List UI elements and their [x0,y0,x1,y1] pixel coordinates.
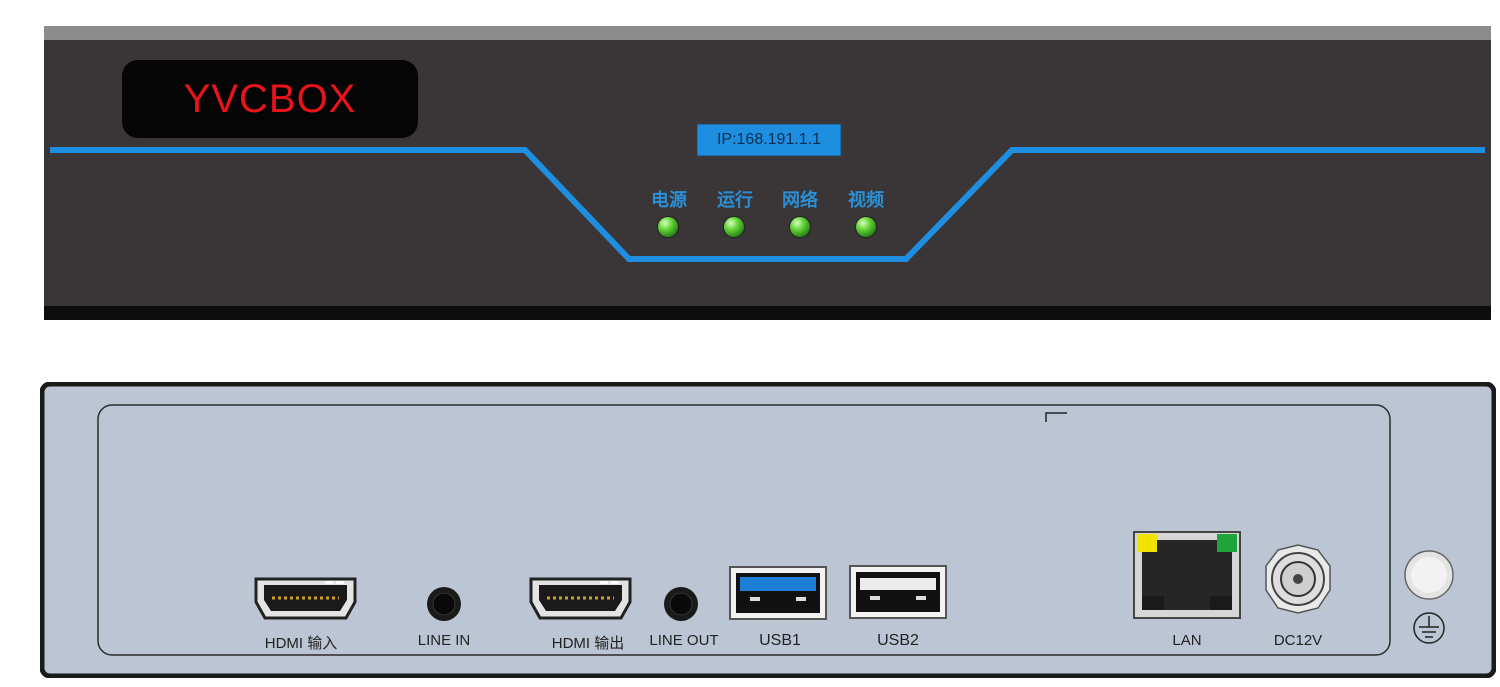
indicator-label-power: 电源 [651,190,687,211]
led-power-icon [658,217,678,237]
port-label-hdmi-out: HDMI 输出 [551,635,625,652]
led-video-icon [856,217,876,237]
ground-symbol-icon [1404,550,1454,644]
audio-jack-icon [427,587,461,621]
device-rear-panel: HDMI 输入 LINE IN HDMI 输出 LINE OUT USB1 US… [40,382,1496,678]
port-label-line-in: LINE IN [417,632,471,649]
port-label-lan: LAN [1172,632,1202,649]
led-run-icon [724,217,744,237]
brand-logo: YVCBOX [122,60,418,138]
ip-display: IP:168.191.1.1 [695,122,843,158]
port-label-hdmi-in: HDMI 输入 [264,635,338,652]
device-front-panel: YVCBOX IP:168.191.1.1 电源 运行 网络 视频 [44,26,1491,320]
indicator-label-video: 视频 [848,190,884,211]
hdmi-port-icon [254,577,357,620]
usb2-port-icon [849,565,947,619]
indicator-label-network: 网络 [782,190,818,211]
port-label-usb1: USB1 [759,632,801,649]
port-label-dc12v: DC12V [1273,632,1323,649]
port-label-line-out: LINE OUT [649,632,719,649]
indicator-label-run: 运行 [717,190,753,211]
ethernet-port-icon [1133,531,1241,619]
port-label-usb2: USB2 [877,632,919,649]
led-network-icon [790,217,810,237]
usb3-port-icon [729,566,827,620]
rear-panel-body [40,382,1496,678]
accent-line [50,147,1485,262]
dc-power-jack-icon [1265,544,1331,614]
audio-jack-icon [664,587,698,621]
hdmi-port-icon [529,577,632,620]
